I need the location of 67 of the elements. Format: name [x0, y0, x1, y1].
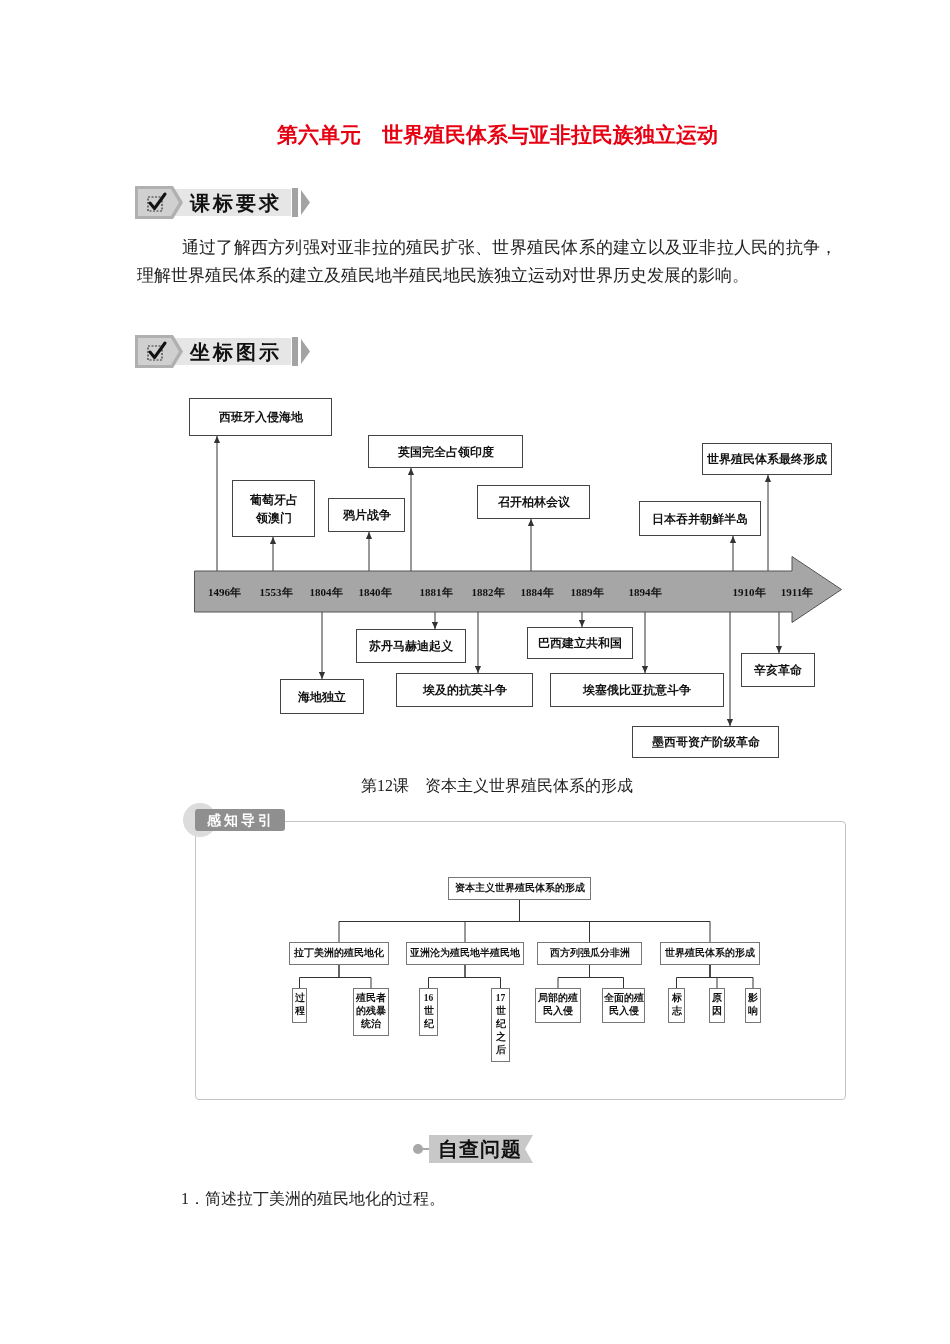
topic-box: 拉丁美洲的殖民地化 [289, 942, 389, 965]
topic-box: 原因 [709, 988, 725, 1023]
year-label: 1882年 [471, 585, 505, 599]
arrow [764, 474, 772, 572]
arrow [641, 611, 649, 674]
connector-line [589, 964, 624, 989]
section-heading: 自查问题 [438, 1137, 522, 1162]
topic-box: 世界殖民体系的形成 [660, 942, 760, 965]
arrow [527, 518, 535, 572]
topic-box: 16世纪 [419, 988, 438, 1036]
year-label: 1884年 [520, 585, 554, 599]
topic-box: 局部的殖民入侵 [535, 988, 581, 1023]
event-box: 辛亥革命 [741, 653, 815, 687]
arrow [729, 535, 737, 572]
page-title: 第六单元 世界殖民体系与亚非拉民族独立运动 [276, 122, 718, 149]
event-box: 墨西哥资产阶级革命 [632, 726, 779, 758]
timeline-arrow [194, 556, 842, 623]
topic-box: 标志 [668, 988, 685, 1023]
arrow [318, 611, 326, 680]
event-box: 苏丹马赫迪起义 [356, 629, 466, 663]
lesson-heading: 第12课 资本主义世界殖民体系的形成 [361, 776, 633, 796]
topic-box: 亚洲沦为殖民地半殖民地 [406, 942, 524, 965]
section-heading: 课标要求 [190, 190, 282, 216]
arrow [431, 611, 439, 630]
arrow [474, 611, 482, 674]
question-text: 1．简述拉丁美洲的殖民地化的过程。 [181, 1189, 445, 1209]
event-box: 召开柏林会议 [477, 485, 590, 519]
connector-line [709, 964, 754, 989]
event-box: 西班牙入侵海地 [189, 398, 332, 436]
panel-tab: 感知导引 [195, 809, 285, 831]
arrow [578, 611, 586, 628]
year-label: 1911年 [780, 585, 814, 599]
event-box: 埃塞俄比亚抗意斗争 [550, 673, 724, 707]
event-box: 世界殖民体系最终形成 [702, 443, 832, 475]
year-label: 1894年 [628, 585, 662, 599]
topic-box: 17世纪之后 [491, 988, 510, 1062]
event-box: 巴西建立共和国 [527, 627, 633, 659]
section-heading: 坐标图示 [190, 339, 282, 365]
connector-line [519, 899, 711, 943]
event-box: 鸦片战争 [328, 498, 405, 532]
topic-box: 资本主义世界殖民体系的形成 [448, 877, 591, 900]
topic-box: 过程 [292, 988, 307, 1023]
topic-box: 影响 [745, 988, 761, 1023]
event-box: 埃及的抗英斗争 [396, 673, 533, 707]
arrow [365, 531, 373, 572]
year-label: 1910年 [732, 585, 766, 599]
event-box: 日本吞并朝鲜半岛 [639, 501, 761, 536]
connector-line [338, 964, 372, 989]
year-label: 1496年 [208, 585, 241, 599]
year-label: 1553年 [259, 585, 293, 599]
arrow [726, 611, 734, 727]
event-box: 英国完全占领印度 [368, 435, 523, 468]
year-label: 1881年 [419, 585, 453, 599]
event-box: 葡萄牙占领澳门 [232, 480, 315, 537]
connector-line [464, 964, 501, 989]
topic-box: 全面的殖民入侵 [602, 988, 645, 1023]
arrow [269, 536, 277, 572]
year-label: 1840年 [358, 585, 392, 599]
arrow [775, 611, 783, 654]
event-box: 海地独立 [280, 679, 364, 714]
topic-box: 殖民者的残暴统治 [353, 988, 389, 1036]
arrow [213, 435, 221, 572]
paragraph: 通过了解西方列强对亚非拉的殖民扩张、世界殖民体系的建立以及亚非拉人民的抗争，理解世界殖民体系的建立及殖民地半殖民地民族独立运动对世界历史发展的影响。 [137, 237, 837, 287]
year-label: 1804年 [309, 585, 343, 599]
year-label: 1889年 [570, 585, 604, 599]
topic-box: 西方列强瓜分非洲 [537, 942, 642, 965]
arrow [407, 467, 415, 572]
